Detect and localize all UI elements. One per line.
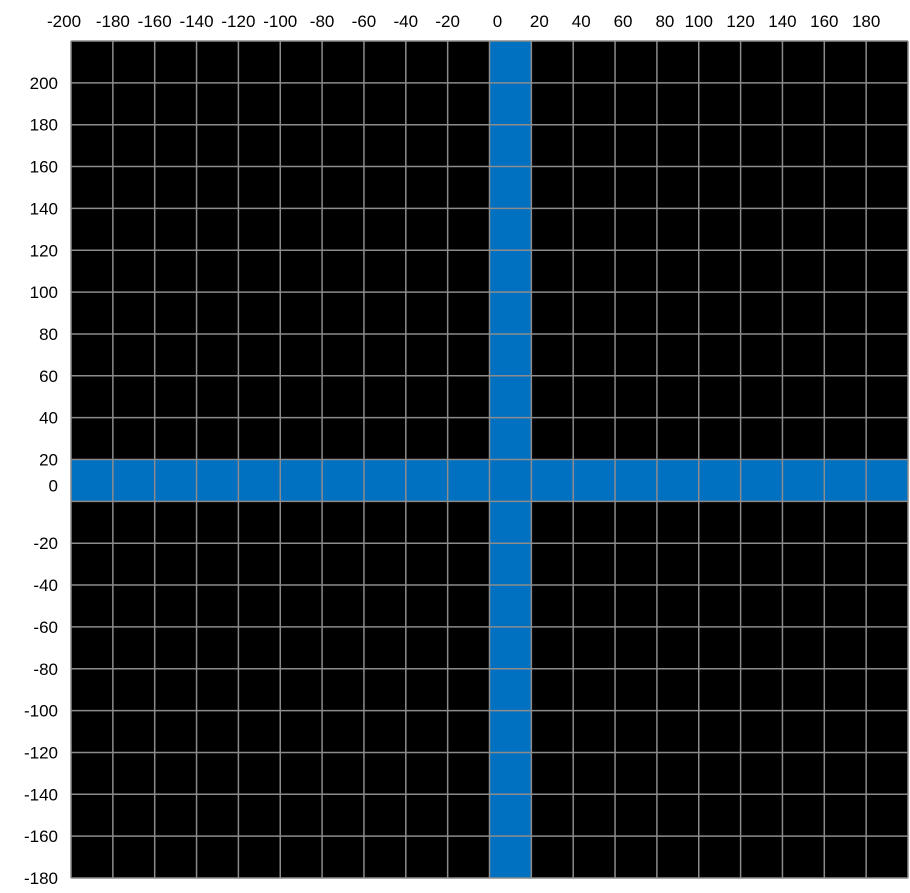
- highlight-cell: [71, 459, 113, 502]
- highlight-cell: [363, 459, 406, 502]
- x-tick-label: 100: [685, 12, 713, 31]
- highlight-cell: [489, 41, 532, 83]
- y-tick-label: 160: [30, 158, 58, 177]
- highlight-cell: [866, 459, 908, 502]
- y-tick-label: 0: [49, 477, 58, 496]
- y-tick-label: 120: [30, 241, 58, 260]
- x-tick-label: 60: [614, 12, 633, 31]
- highlight-cell: [489, 459, 532, 502]
- x-tick-label: 40: [572, 12, 591, 31]
- highlight-cell: [615, 459, 657, 502]
- y-tick-label: -40: [33, 576, 58, 595]
- highlight-cell: [280, 459, 323, 502]
- x-tick-label: -180: [96, 12, 130, 31]
- highlight-cell: [489, 166, 532, 209]
- y-tick-label: -60: [33, 618, 58, 637]
- x-tick-label: -160: [138, 12, 172, 31]
- highlight-cell: [489, 333, 532, 376]
- grid-lines: [70, 40, 909, 879]
- y-tick-label: 60: [39, 367, 58, 386]
- highlight-cell: [489, 82, 532, 125]
- highlight-cell: [405, 459, 448, 502]
- highlight-cell: [489, 836, 532, 878]
- highlight-cell: [489, 501, 532, 544]
- x-tick-label: -20: [435, 12, 460, 31]
- x-tick-label: -80: [310, 12, 335, 31]
- highlight-cell: [489, 794, 532, 837]
- highlight-cell: [489, 124, 532, 167]
- highlight-cell: [740, 459, 783, 502]
- y-tick-label: 200: [30, 74, 58, 93]
- highlight-cell: [489, 710, 532, 753]
- y-tick-label: 80: [39, 325, 58, 344]
- y-tick-label: 140: [30, 199, 58, 218]
- x-tick-label: 20: [530, 12, 549, 31]
- highlight-cell: [196, 459, 239, 502]
- highlight-cell: [112, 459, 155, 502]
- x-tick-label: 80: [655, 12, 674, 31]
- x-tick-label: 120: [726, 12, 754, 31]
- x-tick-label: 160: [810, 12, 838, 31]
- x-tick-label: -140: [180, 12, 214, 31]
- highlight-cell: [824, 459, 867, 502]
- highlight-cell: [489, 250, 532, 293]
- highlight-cell: [698, 459, 741, 502]
- highlight-cell: [782, 459, 825, 502]
- highlight-cell: [656, 459, 699, 502]
- highlight-cell: [154, 459, 197, 502]
- highlight-cell: [489, 417, 532, 460]
- y-tick-label: -80: [33, 660, 58, 679]
- x-tick-label: 0: [493, 12, 502, 31]
- x-tick-label: 180: [852, 12, 880, 31]
- x-tick-label: -120: [221, 12, 255, 31]
- highlight-cell: [489, 585, 532, 627]
- y-tick-label: 100: [30, 283, 58, 302]
- y-tick-label: -180: [24, 869, 58, 888]
- y-tick-label: -20: [33, 534, 58, 553]
- y-tick-label: -160: [24, 827, 58, 846]
- x-tick-label: -40: [394, 12, 419, 31]
- y-axis-labels: 200180160140120100806040200-20-40-60-80-…: [24, 74, 58, 888]
- highlight-cell: [489, 375, 532, 418]
- highlight-cell: [322, 459, 364, 502]
- y-tick-label: 20: [39, 451, 58, 470]
- highlight-cell: [573, 459, 616, 502]
- highlight-cell: [489, 668, 532, 711]
- highlight-cell: [531, 459, 574, 502]
- y-tick-label: 180: [30, 116, 58, 135]
- highlight-cell: [489, 626, 532, 669]
- y-tick-label: -120: [24, 743, 58, 762]
- highlight-cell: [489, 543, 532, 586]
- highlight-cell: [489, 292, 532, 334]
- y-tick-label: -140: [24, 785, 58, 804]
- highlight-cell: [489, 208, 532, 251]
- x-tick-label: -200: [47, 12, 81, 31]
- highlight-cell: [238, 459, 281, 502]
- x-tick-label: -60: [352, 12, 377, 31]
- y-tick-label: -100: [24, 702, 58, 721]
- x-tick-label: 140: [768, 12, 796, 31]
- highlight-cell: [489, 752, 532, 795]
- highlight-cell: [447, 459, 490, 502]
- x-tick-label: -100: [263, 12, 297, 31]
- y-tick-label: 40: [39, 409, 58, 428]
